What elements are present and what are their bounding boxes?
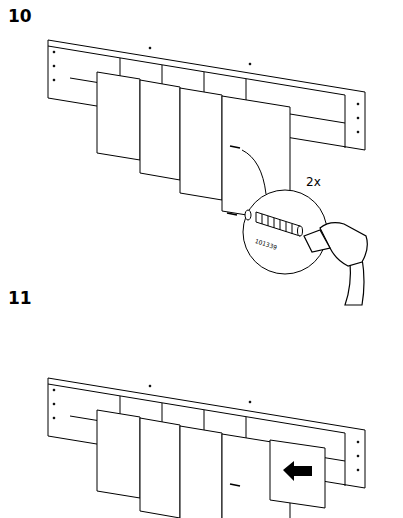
back-panel (270, 440, 325, 508)
hammer-symbol (304, 223, 367, 305)
quantity-label: 2x (306, 176, 321, 188)
step-number: 10 (8, 8, 32, 25)
leader-line (242, 150, 266, 194)
dowel-symbol (245, 210, 303, 236)
direction-arrow (283, 461, 312, 481)
step-number: 11 (8, 290, 32, 307)
shelf-unit (48, 378, 365, 518)
shelf-unit (48, 40, 365, 222)
